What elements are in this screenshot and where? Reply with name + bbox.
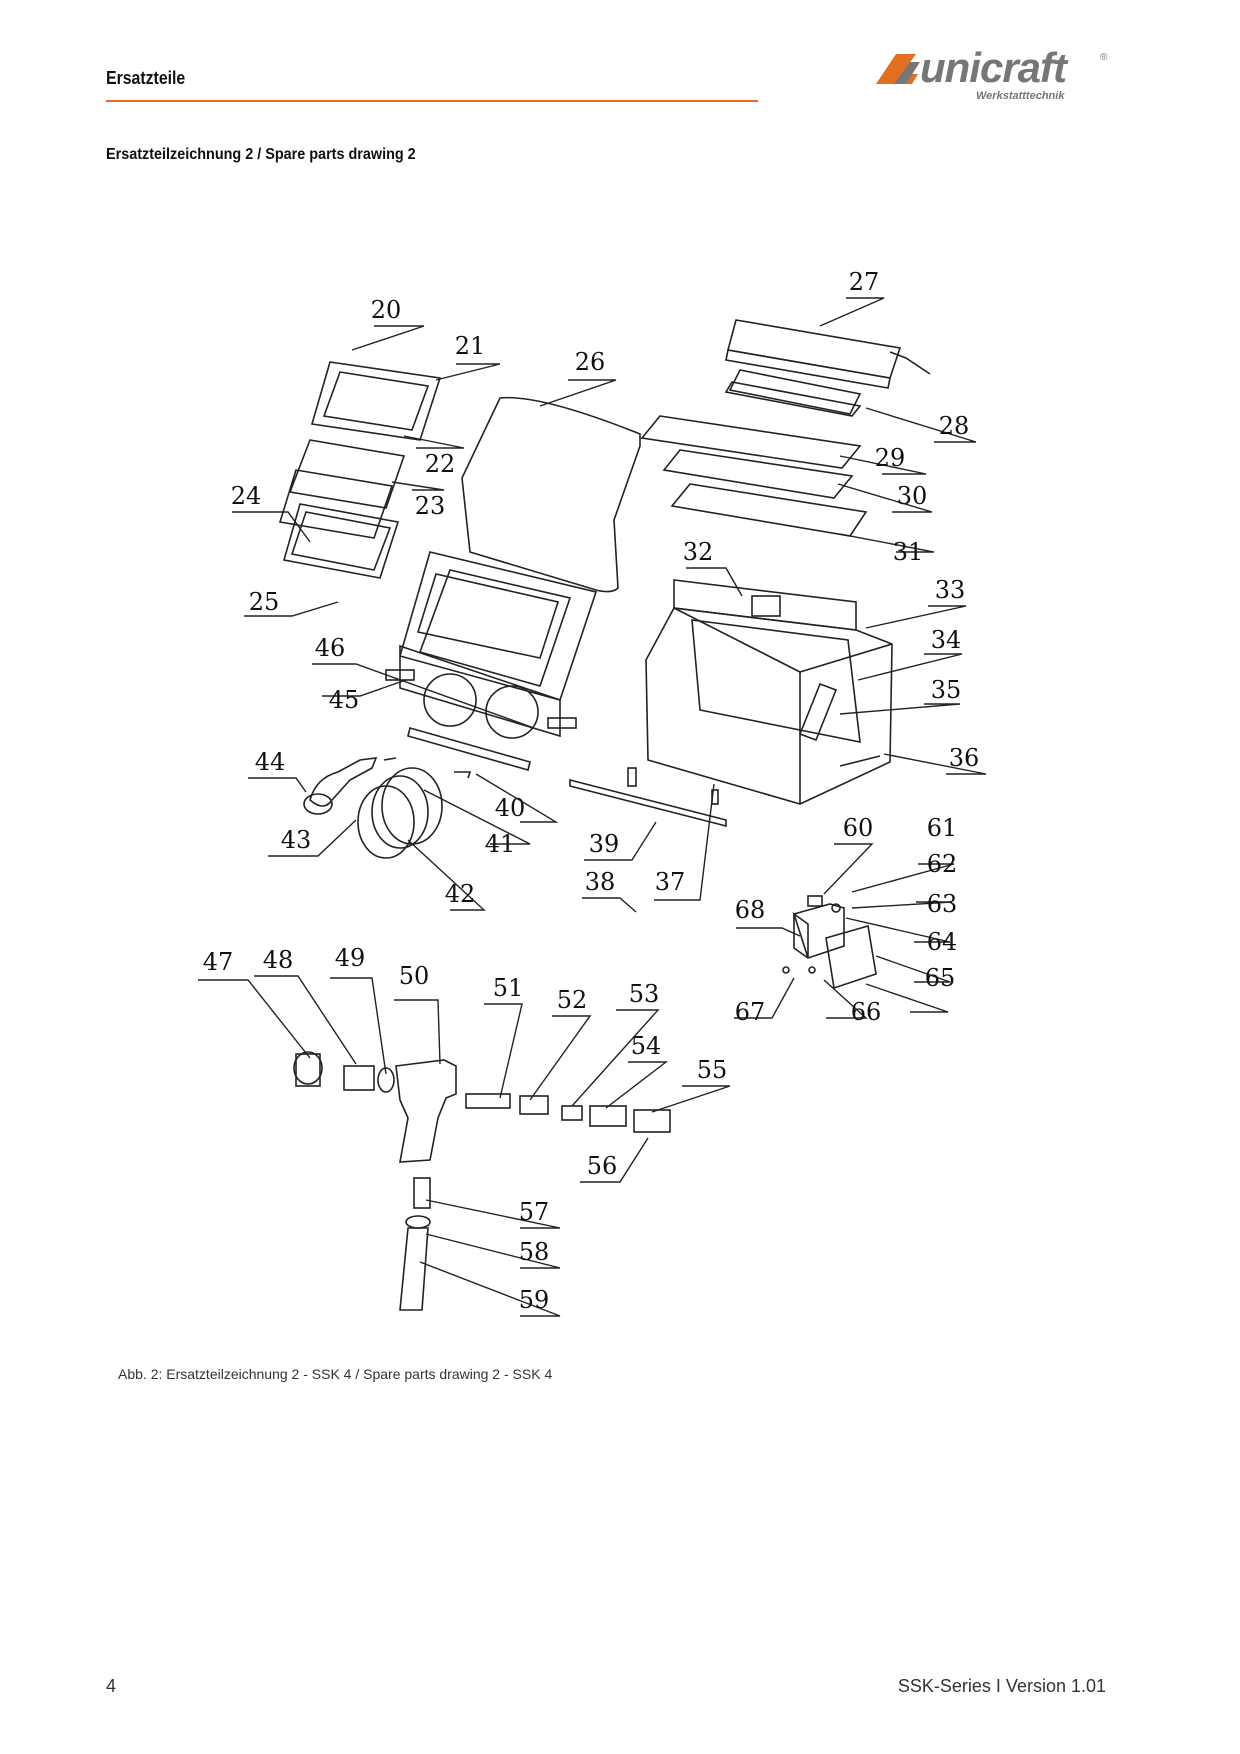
part-label-35: 35 bbox=[931, 676, 962, 704]
figure-caption: Abb. 2: Ersatzteilzeichnung 2 - SSK 4 / … bbox=[118, 1366, 553, 1382]
part-label-37: 37 bbox=[655, 868, 686, 896]
part-label-51: 51 bbox=[493, 974, 524, 1002]
logo-wordmark: unicraft bbox=[920, 44, 1067, 91]
part-label-62: 62 bbox=[927, 850, 958, 878]
part-label-53: 53 bbox=[629, 980, 660, 1008]
part-label-46: 46 bbox=[315, 634, 346, 662]
window-frame-assembly bbox=[278, 361, 442, 579]
part-label-59: 59 bbox=[519, 1286, 550, 1314]
part-label-40: 40 bbox=[495, 794, 526, 822]
part-labels: 20 21 22 23 24 25 26 27 28 29 30 31 32 3… bbox=[203, 268, 980, 1314]
part-label-47: 47 bbox=[203, 948, 234, 976]
part-label-30: 30 bbox=[897, 482, 928, 510]
part-label-24: 24 bbox=[231, 482, 262, 510]
document-version: SSK-Series I Version 1.01 bbox=[897, 1676, 1106, 1696]
front-panel-assembly bbox=[385, 396, 641, 771]
part-label-26: 26 bbox=[575, 348, 606, 376]
part-label-56: 56 bbox=[587, 1152, 618, 1180]
leader-lines bbox=[198, 297, 987, 1317]
brand-logo: unicraft ® Werkstatttechnik bbox=[872, 44, 1112, 108]
part-label-36: 36 bbox=[949, 744, 980, 772]
part-label-32: 32 bbox=[683, 538, 714, 566]
part-label-43: 43 bbox=[281, 826, 312, 854]
part-label-58: 58 bbox=[519, 1238, 550, 1266]
part-label-67: 67 bbox=[735, 998, 766, 1026]
part-label-29: 29 bbox=[875, 444, 906, 472]
part-label-23: 23 bbox=[415, 492, 446, 520]
part-label-22: 22 bbox=[425, 450, 456, 478]
part-label-39: 39 bbox=[589, 830, 620, 858]
part-label-34: 34 bbox=[931, 626, 962, 654]
part-label-45: 45 bbox=[329, 686, 360, 714]
cabinet-body bbox=[645, 579, 893, 805]
part-label-25: 25 bbox=[249, 588, 280, 616]
part-label-42: 42 bbox=[445, 880, 476, 908]
logo-mark-icon bbox=[876, 54, 920, 84]
part-label-52: 52 bbox=[557, 986, 588, 1014]
part-label-38: 38 bbox=[585, 868, 616, 896]
part-label-65: 65 bbox=[925, 964, 956, 992]
part-label-41: 41 bbox=[485, 830, 516, 858]
part-label-61: 61 bbox=[927, 814, 958, 842]
part-label-54: 54 bbox=[631, 1032, 662, 1060]
part-label-64: 64 bbox=[927, 928, 958, 956]
part-label-68: 68 bbox=[735, 896, 766, 924]
part-label-55: 55 bbox=[697, 1056, 728, 1084]
logo-registered-mark: ® bbox=[1100, 52, 1108, 63]
part-label-48: 48 bbox=[263, 946, 294, 974]
part-label-50: 50 bbox=[399, 962, 430, 990]
part-label-33: 33 bbox=[935, 576, 966, 604]
part-label-21: 21 bbox=[455, 332, 486, 360]
part-label-27: 27 bbox=[849, 268, 880, 296]
part-label-31: 31 bbox=[893, 538, 924, 566]
glove-and-ring-assembly bbox=[303, 757, 472, 859]
logo-subtitle: Werkstatttechnik bbox=[976, 90, 1065, 102]
part-label-44: 44 bbox=[255, 748, 286, 776]
lid-and-glass-assembly bbox=[640, 319, 931, 537]
part-label-20: 20 bbox=[371, 296, 402, 324]
control-box-assembly bbox=[782, 895, 877, 990]
part-label-49: 49 bbox=[335, 944, 366, 972]
part-label-63: 63 bbox=[927, 890, 958, 918]
blast-gun-assembly bbox=[293, 1051, 671, 1311]
part-label-66: 66 bbox=[851, 998, 882, 1026]
part-label-60: 60 bbox=[843, 814, 874, 842]
part-label-57: 57 bbox=[519, 1198, 550, 1226]
header-divider bbox=[106, 100, 758, 102]
part-label-28: 28 bbox=[939, 412, 970, 440]
hanger-rail bbox=[569, 767, 727, 828]
section-title: Ersatzteilzeichnung 2 / Spare parts draw… bbox=[106, 146, 416, 163]
page-number: 4 bbox=[106, 1676, 117, 1696]
page-header-title: Ersatzteile bbox=[106, 68, 186, 88]
